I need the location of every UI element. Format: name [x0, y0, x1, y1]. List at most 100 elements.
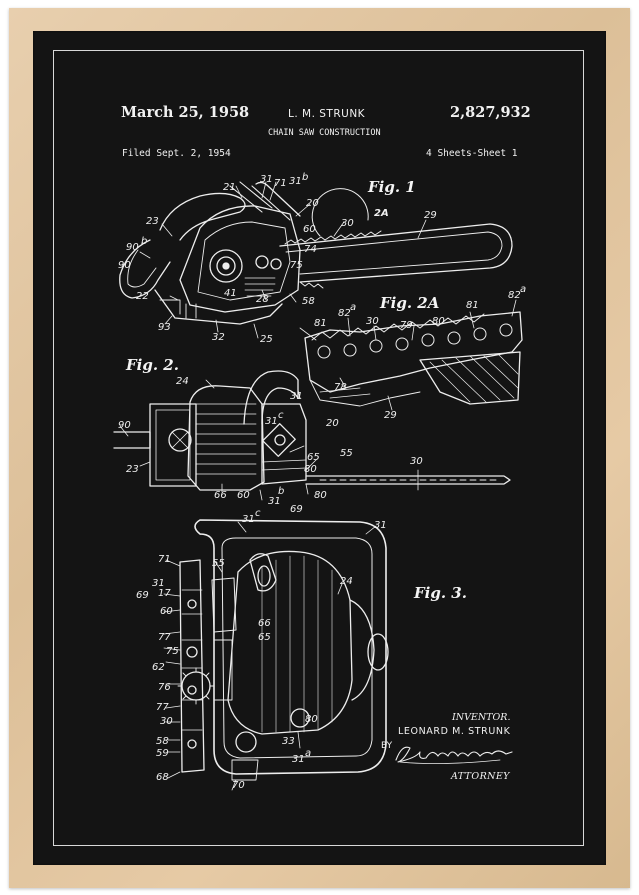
inventor-name: LEONARD M. STRUNK [398, 726, 511, 737]
svg-text:32: 32 [212, 332, 225, 343]
svg-text:22: 22 [136, 291, 149, 302]
svg-text:24: 24 [176, 376, 189, 387]
inventor-label: INVENTOR. [452, 712, 511, 723]
patent-title: CHAIN SAW CONSTRUCTION [268, 128, 381, 138]
svg-text:21: 21 [223, 182, 236, 193]
svg-text:a: a [305, 748, 311, 759]
svg-text:23: 23 [146, 216, 159, 227]
svg-text:62: 62 [152, 662, 165, 673]
svg-text:55: 55 [212, 558, 225, 569]
svg-text:90: 90 [118, 260, 131, 271]
svg-text:66: 66 [214, 490, 227, 501]
svg-text:30: 30 [160, 716, 173, 727]
svg-text:76: 76 [158, 682, 171, 693]
patent-number: 2,827,932 [450, 104, 531, 121]
figure-2-labels: 24 31 90 23 31c 20 55 65 80 30 66 60 31 … [118, 376, 423, 515]
svg-text:71: 71 [158, 554, 171, 565]
svg-text:71: 71 [274, 178, 287, 189]
svg-text:31: 31 [374, 520, 387, 531]
svg-text:b: b [302, 172, 308, 183]
fig3-caption: Fig. 3. [414, 584, 467, 602]
inventor-header: L. M. STRUNK [288, 108, 366, 120]
figure-3-chainsaw-front [163, 519, 389, 791]
svg-text:90: 90 [126, 242, 139, 253]
svg-text:31: 31 [242, 514, 255, 525]
fig1-caption: Fig. 1 [368, 178, 416, 196]
svg-text:30: 30 [366, 316, 379, 327]
svg-text:2A: 2A [374, 208, 389, 219]
svg-text:75: 75 [290, 260, 303, 271]
svg-text:59: 59 [156, 748, 169, 759]
svg-text:31: 31 [292, 754, 305, 765]
svg-text:90: 90 [118, 420, 131, 431]
svg-text:80: 80 [432, 316, 445, 327]
svg-text:b: b [278, 486, 284, 497]
filed-date: Filed Sept. 2, 1954 [122, 148, 231, 159]
sheet-number: 4 Sheets-Sheet 1 [426, 148, 518, 159]
svg-text:60: 60 [303, 224, 316, 235]
svg-text:79: 79 [400, 320, 413, 331]
svg-text:31: 31 [268, 496, 281, 507]
svg-text:81: 81 [314, 318, 327, 329]
svg-text:a: a [520, 284, 526, 295]
svg-text:69: 69 [290, 504, 303, 515]
svg-text:31: 31 [289, 176, 302, 187]
svg-text:66: 66 [258, 618, 271, 629]
svg-text:77: 77 [158, 632, 171, 643]
figure-2-chainsaw-top [113, 370, 511, 501]
figure-1-chainsaw-side [119, 181, 513, 339]
svg-text:82: 82 [338, 308, 351, 319]
svg-text:31: 31 [290, 391, 303, 402]
attorney-signature [395, 746, 513, 764]
svg-text:55: 55 [340, 448, 353, 459]
svg-text:70: 70 [232, 780, 245, 791]
svg-text:65: 65 [307, 452, 320, 463]
figure-2a-chain-detail [299, 299, 523, 411]
svg-text:74: 74 [304, 244, 317, 255]
svg-text:24: 24 [340, 576, 353, 587]
svg-text:69: 69 [136, 590, 149, 601]
attorney-label: ATTORNEY [451, 771, 510, 782]
figure-2a-labels: 81 82a 30 79 80 81 82a 78 29 [314, 284, 526, 421]
svg-text:29: 29 [384, 410, 397, 421]
svg-text:41: 41 [224, 288, 237, 299]
svg-text:58: 58 [156, 736, 169, 747]
svg-text:31: 31 [152, 578, 165, 589]
svg-text:c: c [278, 410, 284, 421]
svg-text:20: 20 [326, 418, 339, 429]
svg-text:a: a [350, 302, 356, 313]
svg-text:28: 28 [256, 294, 269, 305]
svg-text:68: 68 [156, 772, 169, 783]
svg-text:25: 25 [260, 334, 273, 345]
svg-text:20: 20 [306, 198, 319, 209]
svg-text:81: 81 [466, 300, 479, 311]
svg-text:80: 80 [314, 490, 327, 501]
svg-text:77: 77 [156, 702, 169, 713]
svg-text:b: b [141, 236, 147, 247]
svg-text:c: c [255, 508, 261, 519]
inner-border [53, 50, 584, 846]
svg-text:60: 60 [237, 490, 250, 501]
fig2-caption: Fig. 2. [126, 356, 179, 374]
svg-text:58: 58 [302, 296, 315, 307]
svg-text:82: 82 [508, 290, 521, 301]
svg-text:30: 30 [410, 456, 423, 467]
svg-text:29: 29 [424, 210, 437, 221]
svg-text:80: 80 [305, 714, 318, 725]
svg-text:78: 78 [334, 382, 347, 393]
svg-text:65: 65 [258, 632, 271, 643]
svg-text:31: 31 [265, 416, 278, 427]
svg-text:31: 31 [260, 174, 273, 185]
svg-text:23: 23 [126, 464, 139, 475]
svg-text:75: 75 [166, 646, 179, 657]
patent-date: March 25, 1958 [121, 104, 250, 121]
figure-3-labels: 31c 31 71 31 69 55 24 17 60 77 75 62 76 … [136, 508, 387, 791]
svg-text:33: 33 [282, 736, 295, 747]
svg-text:17: 17 [158, 588, 171, 599]
fig2a-caption: Fig. 2A [380, 294, 440, 312]
svg-text:80: 80 [304, 464, 317, 475]
svg-text:93: 93 [158, 322, 171, 333]
svg-text:30: 30 [341, 218, 354, 229]
